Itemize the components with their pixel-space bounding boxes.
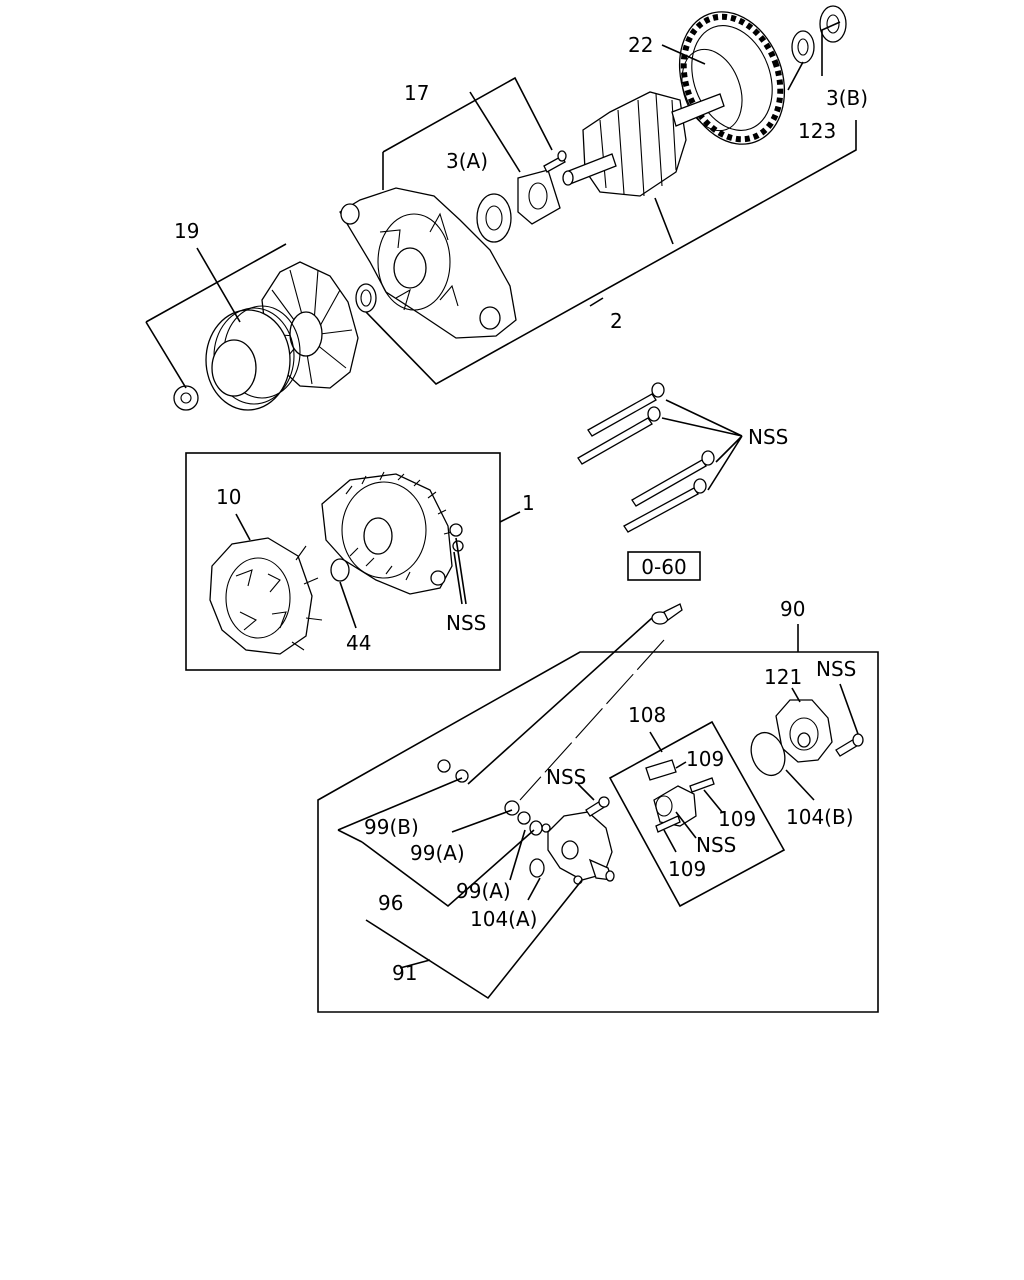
label-10: 10	[216, 485, 241, 509]
label-2: 2	[610, 309, 623, 333]
stud-nut	[651, 603, 683, 625]
rear-housing-body	[321, 471, 453, 595]
label-99a-2: 99(A)	[456, 879, 511, 903]
regulator-part-91	[541, 811, 615, 885]
label-99a-1: 99(A)	[410, 841, 465, 865]
screw-91	[577, 783, 610, 817]
torque-label-box	[627, 551, 701, 581]
nut-part-99b-upper	[437, 759, 469, 783]
pulley-part-19	[205, 305, 301, 411]
regulator-box-90	[317, 624, 879, 1013]
rear-cover-part-10	[209, 537, 323, 655]
label-123: 123	[798, 119, 836, 143]
part-labels: 22 3(B) 123 17 3(A) 19 2 NSS 1 10 44 NSS…	[174, 33, 868, 985]
cover-part-121	[775, 687, 833, 763]
screw-121	[835, 683, 864, 757]
label-109c: 109	[668, 857, 706, 881]
label-nss-121: NSS	[816, 657, 856, 681]
label-torque: 0-60	[641, 555, 686, 579]
label-99b: 99(B)	[364, 815, 419, 839]
through-bolts	[577, 382, 743, 533]
bearing-part-3a	[476, 193, 512, 243]
label-109a: 109	[686, 747, 724, 771]
label-nss-108: NSS	[696, 833, 736, 857]
label-3a: 3(A)	[446, 149, 488, 173]
regulator-leader-lines	[337, 777, 583, 1000]
label-nss-bolts: NSS	[748, 425, 788, 449]
label-nss-housing: NSS	[446, 611, 486, 635]
bearing-part-3b	[819, 5, 847, 43]
rear-housing-box	[185, 452, 501, 671]
screw-small	[543, 150, 567, 173]
washers-part-99a	[504, 800, 543, 836]
nut	[173, 385, 199, 411]
label-108: 108	[628, 703, 666, 727]
label-19: 19	[174, 219, 199, 243]
brush-holder-box-108	[608, 720, 786, 908]
label-121: 121	[764, 665, 802, 689]
o-ring-part-104a	[529, 858, 545, 878]
spacer-ring	[355, 283, 377, 313]
housing-nuts	[449, 523, 467, 605]
label-104b: 104(B)	[786, 805, 854, 829]
rotor	[562, 91, 725, 197]
label-104a: 104(A)	[470, 907, 537, 931]
o-ring-part-104b	[750, 731, 815, 801]
torque-leader-lines	[467, 617, 665, 801]
front-housing	[339, 187, 517, 339]
label-90: 90	[780, 597, 805, 621]
brush-holder-parts	[645, 759, 723, 853]
retainer-plate	[517, 169, 561, 225]
label-17: 17	[404, 81, 429, 105]
label-109b: 109	[718, 807, 756, 831]
label-1: 1	[522, 491, 535, 515]
label-nss-91: NSS	[546, 765, 586, 789]
bearing-part-44	[330, 558, 357, 629]
label-96: 96	[378, 891, 403, 915]
label-3b: 3(B)	[826, 86, 868, 110]
label-22: 22	[628, 33, 653, 57]
top-leader-lines	[145, 21, 857, 389]
label-91: 91	[392, 961, 417, 985]
bearing-part-123	[791, 30, 815, 64]
label-44: 44	[346, 631, 371, 655]
